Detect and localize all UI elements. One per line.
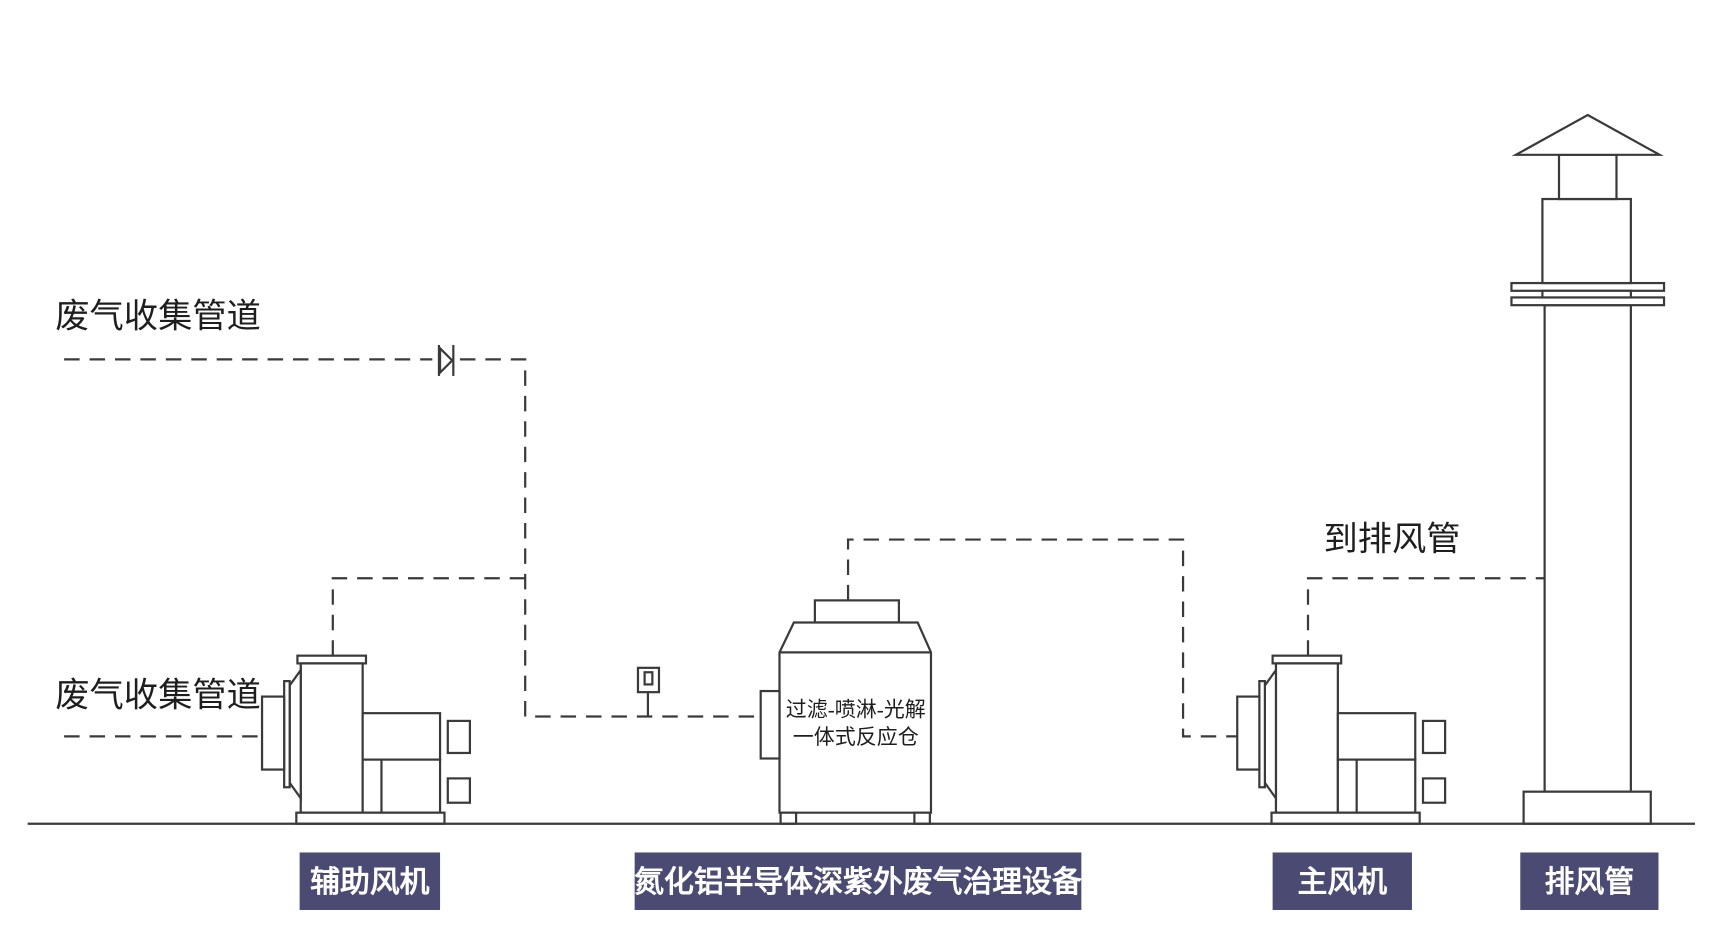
stack-flange-gap <box>1541 289 1632 299</box>
reactor-foot-right <box>913 811 931 825</box>
stack-column <box>1543 304 1632 793</box>
motor-housing <box>1336 712 1417 761</box>
fan-base <box>295 811 446 825</box>
fan-inlet-cone <box>1263 666 1278 802</box>
valve-triangle <box>438 345 454 376</box>
caption-stack-box <box>1520 852 1659 910</box>
intake-bottom-label: 废气收集管道 <box>55 677 261 715</box>
reactor-top-box <box>813 599 901 624</box>
stack-neck <box>1557 153 1618 201</box>
fan-outlet-flange <box>1271 654 1343 665</box>
sensor-window <box>643 671 654 686</box>
motor-housing <box>361 712 442 761</box>
stack-upper-section <box>1541 197 1632 285</box>
reactor-equipment: 过滤-喷淋-光解 一体式反应仓 <box>759 599 933 825</box>
fan-base <box>1270 811 1421 825</box>
sensor-icon <box>636 666 661 717</box>
intake-top-label: 废气收集管道 <box>55 297 261 335</box>
exhaust-stack <box>1510 113 1666 825</box>
fan-casing <box>1274 662 1339 814</box>
check-valve-icon <box>437 344 455 376</box>
fan-inlet-duct <box>1236 695 1261 771</box>
stack-flange-lower <box>1510 296 1666 307</box>
main-fan <box>1236 654 1447 825</box>
caption-stack: 排风管 <box>1520 852 1659 910</box>
duct-aux-fan-branch <box>331 577 526 656</box>
fan-inlet-duct <box>260 695 286 771</box>
reactor-foot-left <box>779 811 798 825</box>
junction-box-upper <box>1421 719 1447 755</box>
motor-body <box>1336 758 1417 814</box>
stack-rain-cap <box>1511 113 1664 156</box>
fan-casing <box>299 662 364 814</box>
caption-main-fan-box <box>1272 852 1412 910</box>
caption-aux-fan-text: 辅助风机 <box>310 866 430 899</box>
junction-box-upper <box>446 719 472 755</box>
junction-box-lower <box>1421 777 1447 804</box>
caption-stack-text: 排风管 <box>1545 866 1635 899</box>
caption-main-fan: 主风机 <box>1272 852 1412 910</box>
junction-box-lower <box>446 777 472 804</box>
caption-aux-fan-box <box>299 852 441 910</box>
reactor-label-line1: 过滤-喷淋-光解 <box>786 697 926 721</box>
stack-base <box>1522 790 1652 825</box>
reactor-label-line2: 一体式反应仓 <box>793 725 919 749</box>
duct-intake-top-right <box>459 358 761 718</box>
stack-flange-upper <box>1510 281 1666 292</box>
duct-main-fan-to-stack <box>1306 577 1545 656</box>
caption-equipment: 氮化铝半导体深紫外废气治理设备 <box>634 852 1083 910</box>
fan-inlet-cone <box>288 666 302 802</box>
motor-body <box>361 758 442 814</box>
caption-equipment-box <box>634 852 1082 910</box>
to-stack-label: 到排风管 <box>1323 521 1460 559</box>
duct-network <box>64 358 1545 738</box>
duct-reactor-to-main-fan <box>846 538 1238 738</box>
caption-equipment-text: 氮化铝半导体深紫外废气治理设备 <box>634 865 1083 899</box>
caption-main-fan-text: 主风机 <box>1298 866 1388 899</box>
aux-fan <box>260 654 472 825</box>
fan-outlet-flange <box>296 654 368 665</box>
reactor-inlet <box>759 689 781 760</box>
caption-aux-fan: 辅助风机 <box>299 852 441 910</box>
